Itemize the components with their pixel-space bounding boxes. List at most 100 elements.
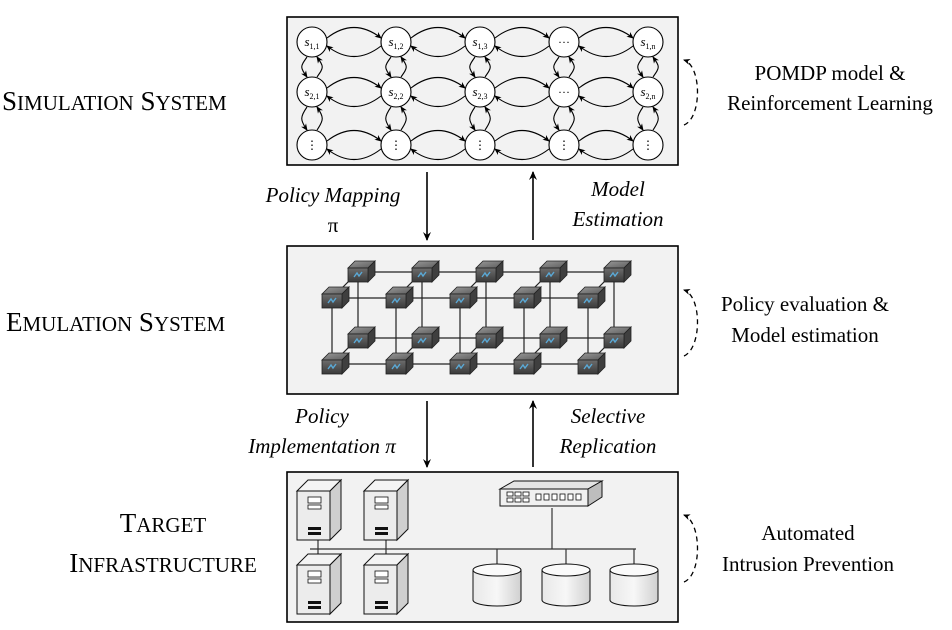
state-node	[464, 26, 496, 58]
network-switch-icon	[498, 480, 604, 507]
target-title-line2: INFRASTRUCTURE	[69, 548, 257, 578]
simulation-side-note-line1: POMDP model &	[755, 61, 906, 85]
transition-arc	[469, 106, 476, 131]
transition-arc	[494, 95, 550, 108]
emulated-container	[449, 286, 478, 309]
transition-arc	[316, 106, 323, 131]
server-icon	[295, 552, 343, 616]
emulated-container	[411, 260, 440, 283]
transition-arc	[410, 26, 466, 39]
state-label: ⋮	[306, 138, 318, 152]
selective-replication-label-line2: Replication	[559, 434, 657, 458]
server-icon	[362, 552, 410, 616]
state-node	[464, 76, 496, 108]
transition-arc	[410, 129, 466, 142]
transition-arc	[578, 95, 634, 108]
emulated-container	[539, 326, 568, 349]
emulated-container	[347, 326, 376, 349]
transition-arc	[652, 106, 659, 131]
transition-arc	[301, 56, 308, 78]
transition-arc	[484, 106, 491, 131]
state-label: s2,2	[388, 84, 403, 101]
simulation-feedback-arrow	[683, 59, 699, 126]
simulation-side-note-line2: Reinforcement Learning	[727, 91, 933, 115]
emulated-network-grid	[321, 260, 632, 375]
emulated-container	[577, 352, 606, 375]
state-node	[632, 26, 664, 58]
transition-arc	[637, 106, 644, 131]
target-layer: TARGET INFRASTRUCTURE Automated Intrusio…	[69, 471, 895, 623]
state-label: ⋮	[642, 138, 654, 152]
state-node	[464, 129, 496, 161]
emulation-side-note-line1: Policy evaluation &	[721, 292, 889, 316]
transition-arc	[326, 76, 382, 89]
transition-arc	[652, 56, 659, 78]
emulated-container	[385, 352, 414, 375]
state-node	[380, 76, 412, 108]
transition-arc	[494, 76, 550, 89]
state-node	[380, 129, 412, 161]
state-node	[380, 26, 412, 58]
model-estimation-label-line2: Estimation	[571, 207, 663, 231]
transition-arc	[400, 106, 407, 131]
transition-arc	[326, 148, 382, 161]
state-node	[632, 76, 664, 108]
transition-arc	[316, 56, 323, 78]
emulated-container	[475, 260, 504, 283]
state-label: s1,3	[472, 34, 487, 51]
transition-arc	[326, 26, 382, 39]
state-label: s1,n	[640, 34, 655, 51]
transition-arc	[578, 129, 634, 142]
selective-replication-label-line1: Selective	[571, 404, 646, 428]
state-node	[632, 129, 664, 161]
transition-arc	[301, 106, 308, 131]
emulated-container	[411, 326, 440, 349]
emulation-feedback-arrow	[683, 289, 699, 357]
transition-arc	[410, 95, 466, 108]
transition-arc	[410, 148, 466, 161]
state-node	[548, 76, 580, 108]
server-icon	[362, 478, 410, 542]
transition-arc	[400, 56, 407, 78]
transition-arc	[385, 106, 392, 131]
state-label: ⋮	[558, 138, 570, 152]
storage-cylinder-icon	[609, 563, 659, 607]
emulated-container	[321, 352, 350, 375]
transition-arc	[494, 45, 550, 58]
state-node	[548, 129, 580, 161]
emulation-side-note-line2: Model estimation	[731, 323, 879, 347]
policy-mapping-label: Policy Mapping	[265, 183, 401, 207]
policy-implementation-label-line2: Implementation π	[247, 434, 396, 458]
emulated-container	[347, 260, 376, 283]
emulated-container	[513, 352, 542, 375]
transition-arc	[410, 76, 466, 89]
state-node	[296, 129, 328, 161]
simulation-system-title: SIMULATION SYSTEM	[2, 86, 227, 116]
emulated-container	[539, 260, 568, 283]
emulated-container	[513, 286, 542, 309]
transition-arc	[326, 95, 382, 108]
transition-arc	[637, 56, 644, 78]
infrastructure-devices	[295, 478, 659, 616]
state-label: s2,3	[472, 84, 487, 101]
state-label: ···	[558, 85, 570, 99]
server-icon	[295, 478, 343, 542]
transition-arc	[410, 45, 466, 58]
state-label: s2,n	[640, 84, 655, 101]
state-node	[296, 76, 328, 108]
transition-arc	[494, 129, 550, 142]
storage-cylinder-icon	[541, 563, 591, 607]
emulation-layer: EMULATION SYSTEM Policy evaluation & Mod…	[6, 245, 889, 395]
target-side-note-line1: Automated	[761, 521, 855, 545]
state-label: s1,2	[388, 34, 403, 51]
transition-arc	[469, 56, 476, 78]
transition-arc	[326, 45, 382, 58]
model-estimation-label-line1: Model	[590, 177, 645, 201]
transition-arc	[578, 76, 634, 89]
storage-cylinder-icon	[472, 563, 522, 607]
transition-arc	[553, 106, 560, 131]
state-node	[548, 26, 580, 58]
transition-arc	[326, 129, 382, 142]
